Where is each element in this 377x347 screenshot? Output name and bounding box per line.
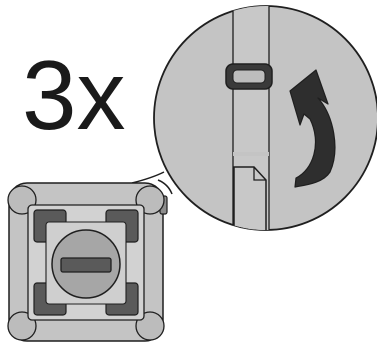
magnifier-connector bbox=[131, 171, 173, 195]
repeat-count-label: 3x bbox=[22, 40, 126, 150]
dial-slot bbox=[60, 257, 112, 273]
device-top-view bbox=[7, 182, 168, 342]
magnified-detail bbox=[153, 5, 377, 231]
curved-arrow-icon bbox=[289, 69, 336, 188]
